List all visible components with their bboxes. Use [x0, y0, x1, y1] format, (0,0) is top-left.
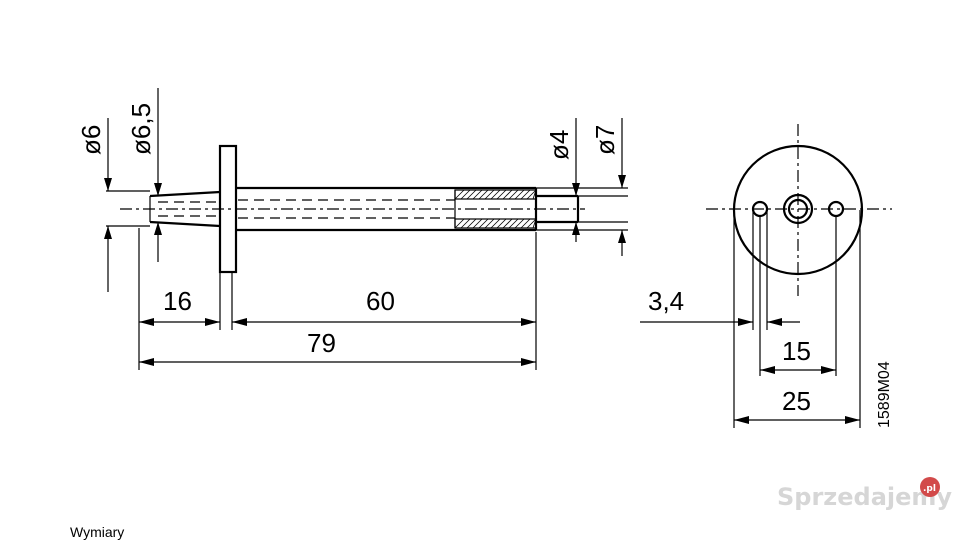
dim-lengths [138, 228, 537, 370]
front-tube [149, 190, 221, 228]
dim-label-16: 16 [163, 286, 192, 316]
dim-label-15: 15 [782, 336, 811, 366]
dim-label-79: 79 [307, 328, 336, 358]
dim-label-25: 25 [782, 386, 811, 416]
watermark-badge-icon [920, 477, 940, 497]
dim-label-dia-7: ø7 [590, 125, 620, 155]
dim-label-dia-6-5: ø6,5 [126, 103, 156, 155]
side-view: ø6 ø6,5 ø4 ø7 [76, 88, 628, 370]
watermark: Sprzedajemy .pl [777, 477, 952, 511]
dim-label-3-4: 3,4 [648, 286, 684, 316]
tip-tube [536, 194, 580, 224]
dim-label-60: 60 [366, 286, 395, 316]
dim-dia-left [104, 88, 162, 292]
watermark-tld: .pl [923, 484, 936, 494]
end-view [640, 124, 892, 428]
drawing-code: 1589M04 [876, 361, 893, 428]
dim-dia-right [536, 118, 628, 256]
hatched-insert [454, 189, 537, 229]
bottom-cutoff-text: Wymiary [70, 524, 125, 540]
dim-label-dia-4: ø4 [544, 130, 574, 160]
flange-plate [218, 144, 238, 274]
dim-label-dia-6: ø6 [76, 125, 106, 155]
